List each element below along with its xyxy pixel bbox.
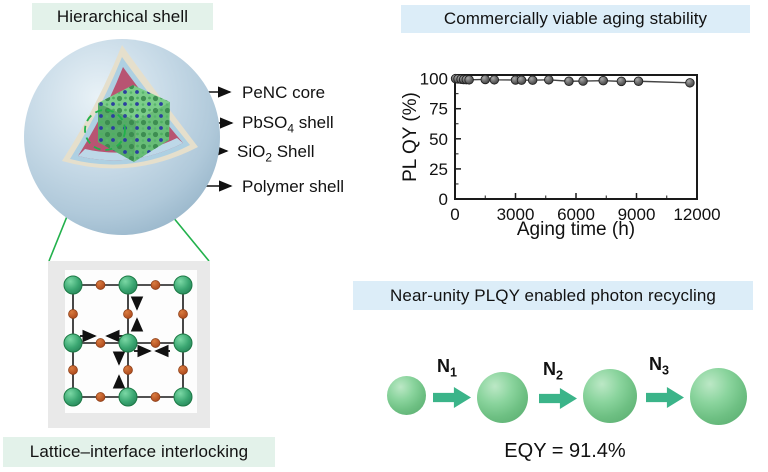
shell-label-sub: 4 [287, 121, 294, 136]
photon-sphere-2 [477, 372, 528, 423]
eqy-value: EQY = 91.4% [455, 440, 675, 463]
lattice-caption-text: Lattice–interface interlocking [29, 442, 249, 461]
step-label-n1: N1 [437, 356, 457, 380]
shell-label-text: SiO [237, 142, 266, 161]
aging-chart: 0 3000 6000 9000 12000 0 25 50 75 100 PL QY (%) A… [400, 70, 721, 240]
step-label-n2: N2 [543, 359, 563, 383]
photon-sphere-1 [387, 376, 426, 415]
step-label-text: N [649, 354, 662, 374]
data-point [564, 76, 574, 87]
data-point [685, 78, 695, 88]
shell-label-sub: 2 [265, 150, 272, 165]
photon-recycling-title-text: Near-unity PLQY enabled photon recycling [390, 285, 716, 305]
chart-plot-area: 0 3000 6000 9000 12000 0 25 50 75 100 [420, 70, 721, 224]
data-point [489, 75, 500, 85]
interlock-arrows [80, 296, 170, 389]
data-point [480, 74, 490, 85]
svg-text:25: 25 [429, 160, 448, 179]
chart-xlabel: Aging time (h) [517, 219, 635, 240]
step-label-sub: 2 [556, 368, 564, 383]
svg-text:100: 100 [420, 70, 448, 89]
photon-sphere-4 [690, 368, 747, 425]
penc-core-cube [98, 85, 170, 162]
step-label-n3: N3 [649, 354, 669, 378]
chart-ylabel: PL QY (%) [400, 92, 421, 182]
data-point [616, 76, 627, 87]
svg-text:75: 75 [429, 100, 448, 119]
photon-recycling-title: Near-unity PLQY enabled photon recycling [353, 281, 753, 310]
step-label-sub: 3 [662, 363, 670, 378]
svg-text:9000: 9000 [618, 205, 656, 224]
shell-label-polymer: Polymer shell [242, 177, 344, 199]
shell-label-text: Polymer shell [242, 177, 345, 196]
svg-text:0: 0 [439, 190, 448, 209]
step-label-text: N [437, 356, 450, 376]
lattice-caption: Lattice–interface interlocking [3, 437, 275, 467]
hierarchical-shell-title-text: Hierarchical shell [56, 6, 189, 26]
data-point [633, 76, 644, 87]
svg-text:3000: 3000 [497, 205, 535, 224]
sio2-bowl-rim [78, 138, 183, 161]
data-point [464, 75, 474, 85]
step-label-text: N [543, 359, 556, 379]
data-point [527, 75, 538, 85]
svg-text:0: 0 [450, 205, 459, 224]
shell-label-sio2: SiO2 Shell [237, 142, 315, 164]
shell-label-pbso4: PbSO4 shell [242, 113, 334, 135]
shell-label-text: PeNC core [242, 83, 326, 102]
shell-label-post: shell [293, 113, 334, 132]
aging-stability-title: Commercially viable aging stability [401, 5, 750, 33]
data-point [544, 75, 554, 85]
halide-dots [68, 280, 188, 402]
data-point [598, 75, 608, 86]
eqy-value-text: EQY = 91.4% [504, 440, 626, 462]
shell-label-post: Shell [271, 142, 315, 161]
lattice-nodes [63, 275, 193, 407]
lattice-interlocking-panel [48, 261, 210, 428]
svg-text:6000: 6000 [557, 205, 595, 224]
core-shell-sphere-illustration [24, 39, 220, 235]
step-label-sub: 1 [450, 365, 458, 380]
shell-label-penc-core: PeNC core [242, 83, 325, 105]
data-point [516, 75, 527, 85]
aging-stability-title-text: Commercially viable aging stability [443, 9, 708, 28]
hierarchical-shell-title: Hierarchical shell [32, 3, 213, 30]
data-point [578, 76, 588, 86]
svg-text:12000: 12000 [673, 205, 720, 224]
magnified-region-circle [84, 109, 126, 151]
photon-sphere-3 [583, 369, 637, 423]
svg-text:50: 50 [429, 130, 448, 149]
shell-label-text: PbSO [242, 113, 288, 132]
